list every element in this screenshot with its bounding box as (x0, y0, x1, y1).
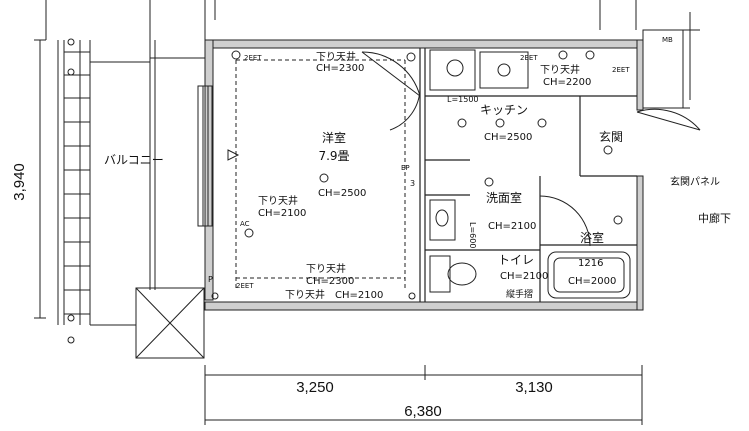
bath-model: 1216 (578, 258, 603, 269)
kitchen-label: キッチン (480, 103, 528, 117)
width-dimensions (204, 365, 643, 425)
kitchen-lowered-label: 下り天井 (540, 63, 580, 76)
washroom-label: 洗面室 (486, 190, 522, 205)
top-lowered-ch: CH=2300 (316, 63, 364, 74)
bath-ch: CH=2000 (568, 276, 616, 287)
kitchen-ch: CH=2500 (484, 132, 532, 143)
washbasin (429, 199, 456, 241)
toilet-fixture (429, 255, 477, 293)
entrance-panel-label: 玄関パネル (670, 175, 720, 188)
p-label: P (208, 275, 213, 284)
kitchen-counter (429, 49, 529, 91)
wash-l-label: L=600 (468, 222, 477, 248)
washroom-ch: CH=2100 (488, 221, 536, 232)
height-dimension-label: 3,940 (11, 163, 28, 201)
outlet-top: 2EET (244, 54, 262, 62)
bottom-lowered-ch: CH=2300 (306, 276, 354, 287)
top-lowered-label: 下り天井 (316, 50, 356, 63)
left-lowered-ch: CH=2100 (258, 208, 306, 219)
height-dimension (34, 39, 46, 319)
bottom-lowered-ch-2: CH=2100 (335, 290, 383, 301)
balcony-railing (57, 38, 205, 344)
western-room-size: 7.9畳 (318, 149, 349, 163)
toilet-label: トイレ (498, 253, 534, 267)
bottom-lowered-label-2: 下り天井 (285, 288, 325, 301)
bottom-lowered-label: 下り天井 (306, 262, 346, 275)
ep-label: EP (401, 164, 410, 172)
num3-label: 3 (410, 179, 415, 188)
mb-area (642, 29, 690, 109)
lowered-ceiling-outlines (235, 59, 406, 290)
kitchen-l-label: L=1500 (447, 95, 479, 104)
bathroom-label: 浴室 (580, 230, 604, 245)
door-swings (361, 51, 701, 247)
right-width-label: 3,130 (515, 379, 553, 396)
entrance-label: 玄関 (599, 129, 623, 144)
room-ch-label: CH=2500 (318, 188, 366, 199)
outlet-entrance: 2EET (612, 66, 630, 74)
total-width-label: 6,380 (404, 403, 442, 420)
ceiling-lights (211, 50, 623, 300)
mb-label: MB (662, 36, 673, 44)
western-room-label: 洋室 (322, 130, 346, 145)
balcony-label: バルコニー (104, 153, 164, 167)
left-width-label: 3,250 (296, 379, 334, 396)
ac-label: AC (240, 220, 250, 228)
outdoor-unit-box (135, 287, 205, 359)
grab-bar-label: 縦手摺 (506, 288, 533, 300)
balcony-window (197, 85, 240, 227)
structure-top (45, 0, 700, 100)
kitchen-lowered-ch: CH=2200 (543, 77, 591, 88)
bathtub (547, 251, 631, 299)
outlet-bottom: 2EET (236, 282, 254, 290)
toilet-ch: CH=2100 (500, 271, 548, 282)
corridor-label: 中廊下 (698, 211, 731, 225)
outlet-kitchen: 2EET (520, 54, 538, 62)
left-lowered-label: 下り天井 (258, 194, 298, 207)
